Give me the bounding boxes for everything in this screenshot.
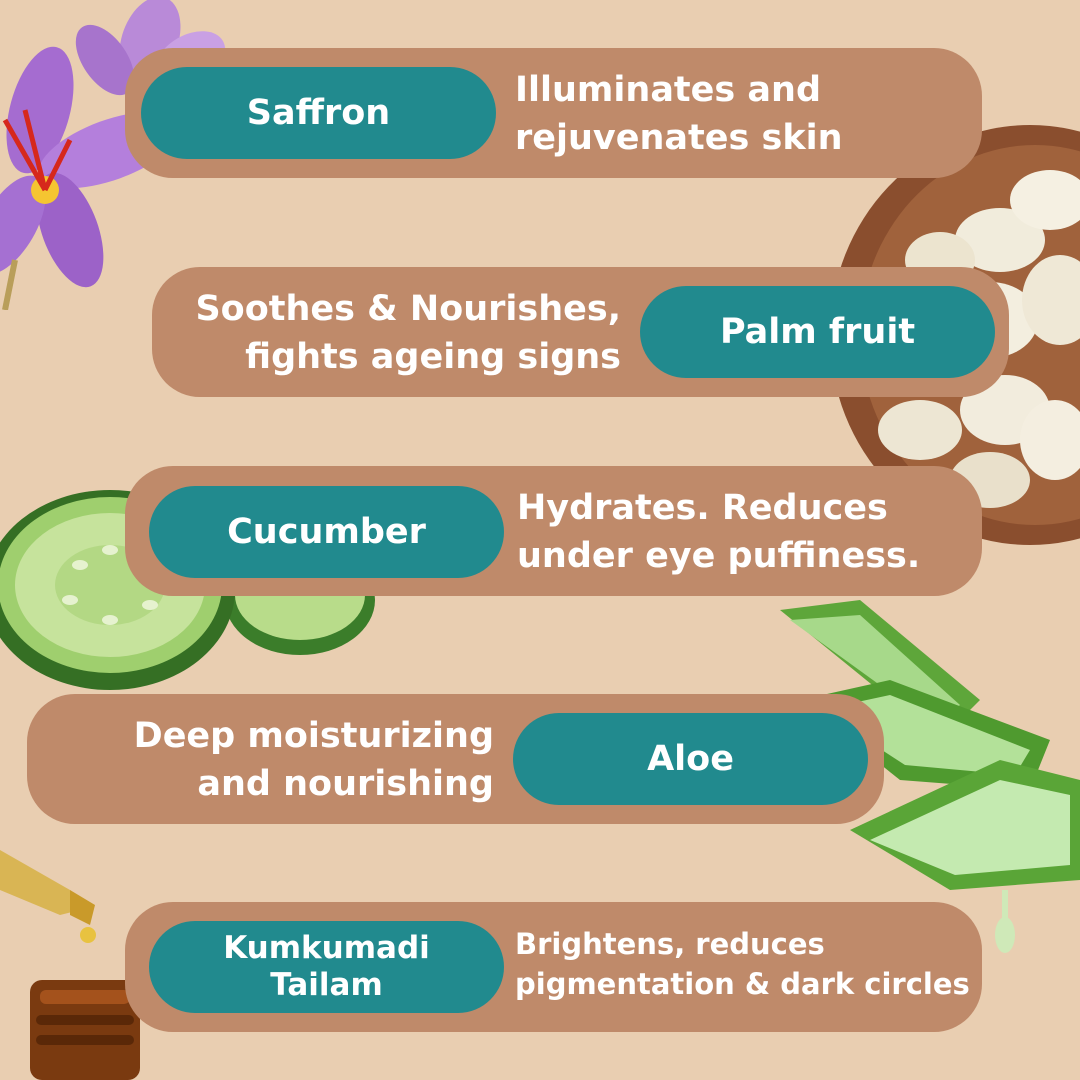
ingredient-benefit-text: Brightens, reduces pigmentation & dark c… [515,927,970,1001]
ingredient-name-badge: Kumkumadi Tailam [149,921,504,1013]
ingredient-name-badge: Saffron [141,67,496,159]
ingredient-benefit-text: Deep moisturizing and nourishing [133,716,494,804]
ingredient-row-saffron: Saffron Illuminates and rejuvenates skin [125,48,982,178]
ingredient-name-badge: Aloe [513,713,868,805]
ingredient-benefit-text: Illuminates and rejuvenates skin [515,70,843,158]
ingredient-name-badge: Palm fruit [640,286,995,378]
ingredient-row-cucumber: Cucumber Hydrates. Reduces under eye puf… [125,466,982,596]
ingredient-row-kumkumadi-tailam: Kumkumadi Tailam Brightens, reduces pigm… [125,902,982,1032]
ingredient-benefit-text: Hydrates. Reduces under eye puffiness. [517,488,921,576]
ingredient-name-badge: Cucumber [149,486,504,578]
ingredient-row-palm-fruit: Soothes & Nourishes, fights ageing signs… [152,267,1009,397]
ingredient-benefit-text: Soothes & Nourishes, fights ageing signs [195,289,621,377]
ingredient-row-aloe: Deep moisturizing and nourishing Aloe [27,694,884,824]
oil-dropper-and-bottle-icon [0,850,140,1080]
